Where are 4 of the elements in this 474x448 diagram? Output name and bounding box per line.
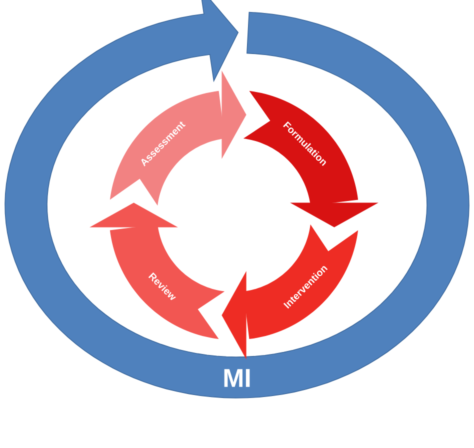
arrowhead bbox=[90, 202, 178, 228]
arrowhead bbox=[222, 271, 246, 360]
arrowhead bbox=[290, 202, 378, 228]
arrowhead bbox=[222, 70, 246, 159]
